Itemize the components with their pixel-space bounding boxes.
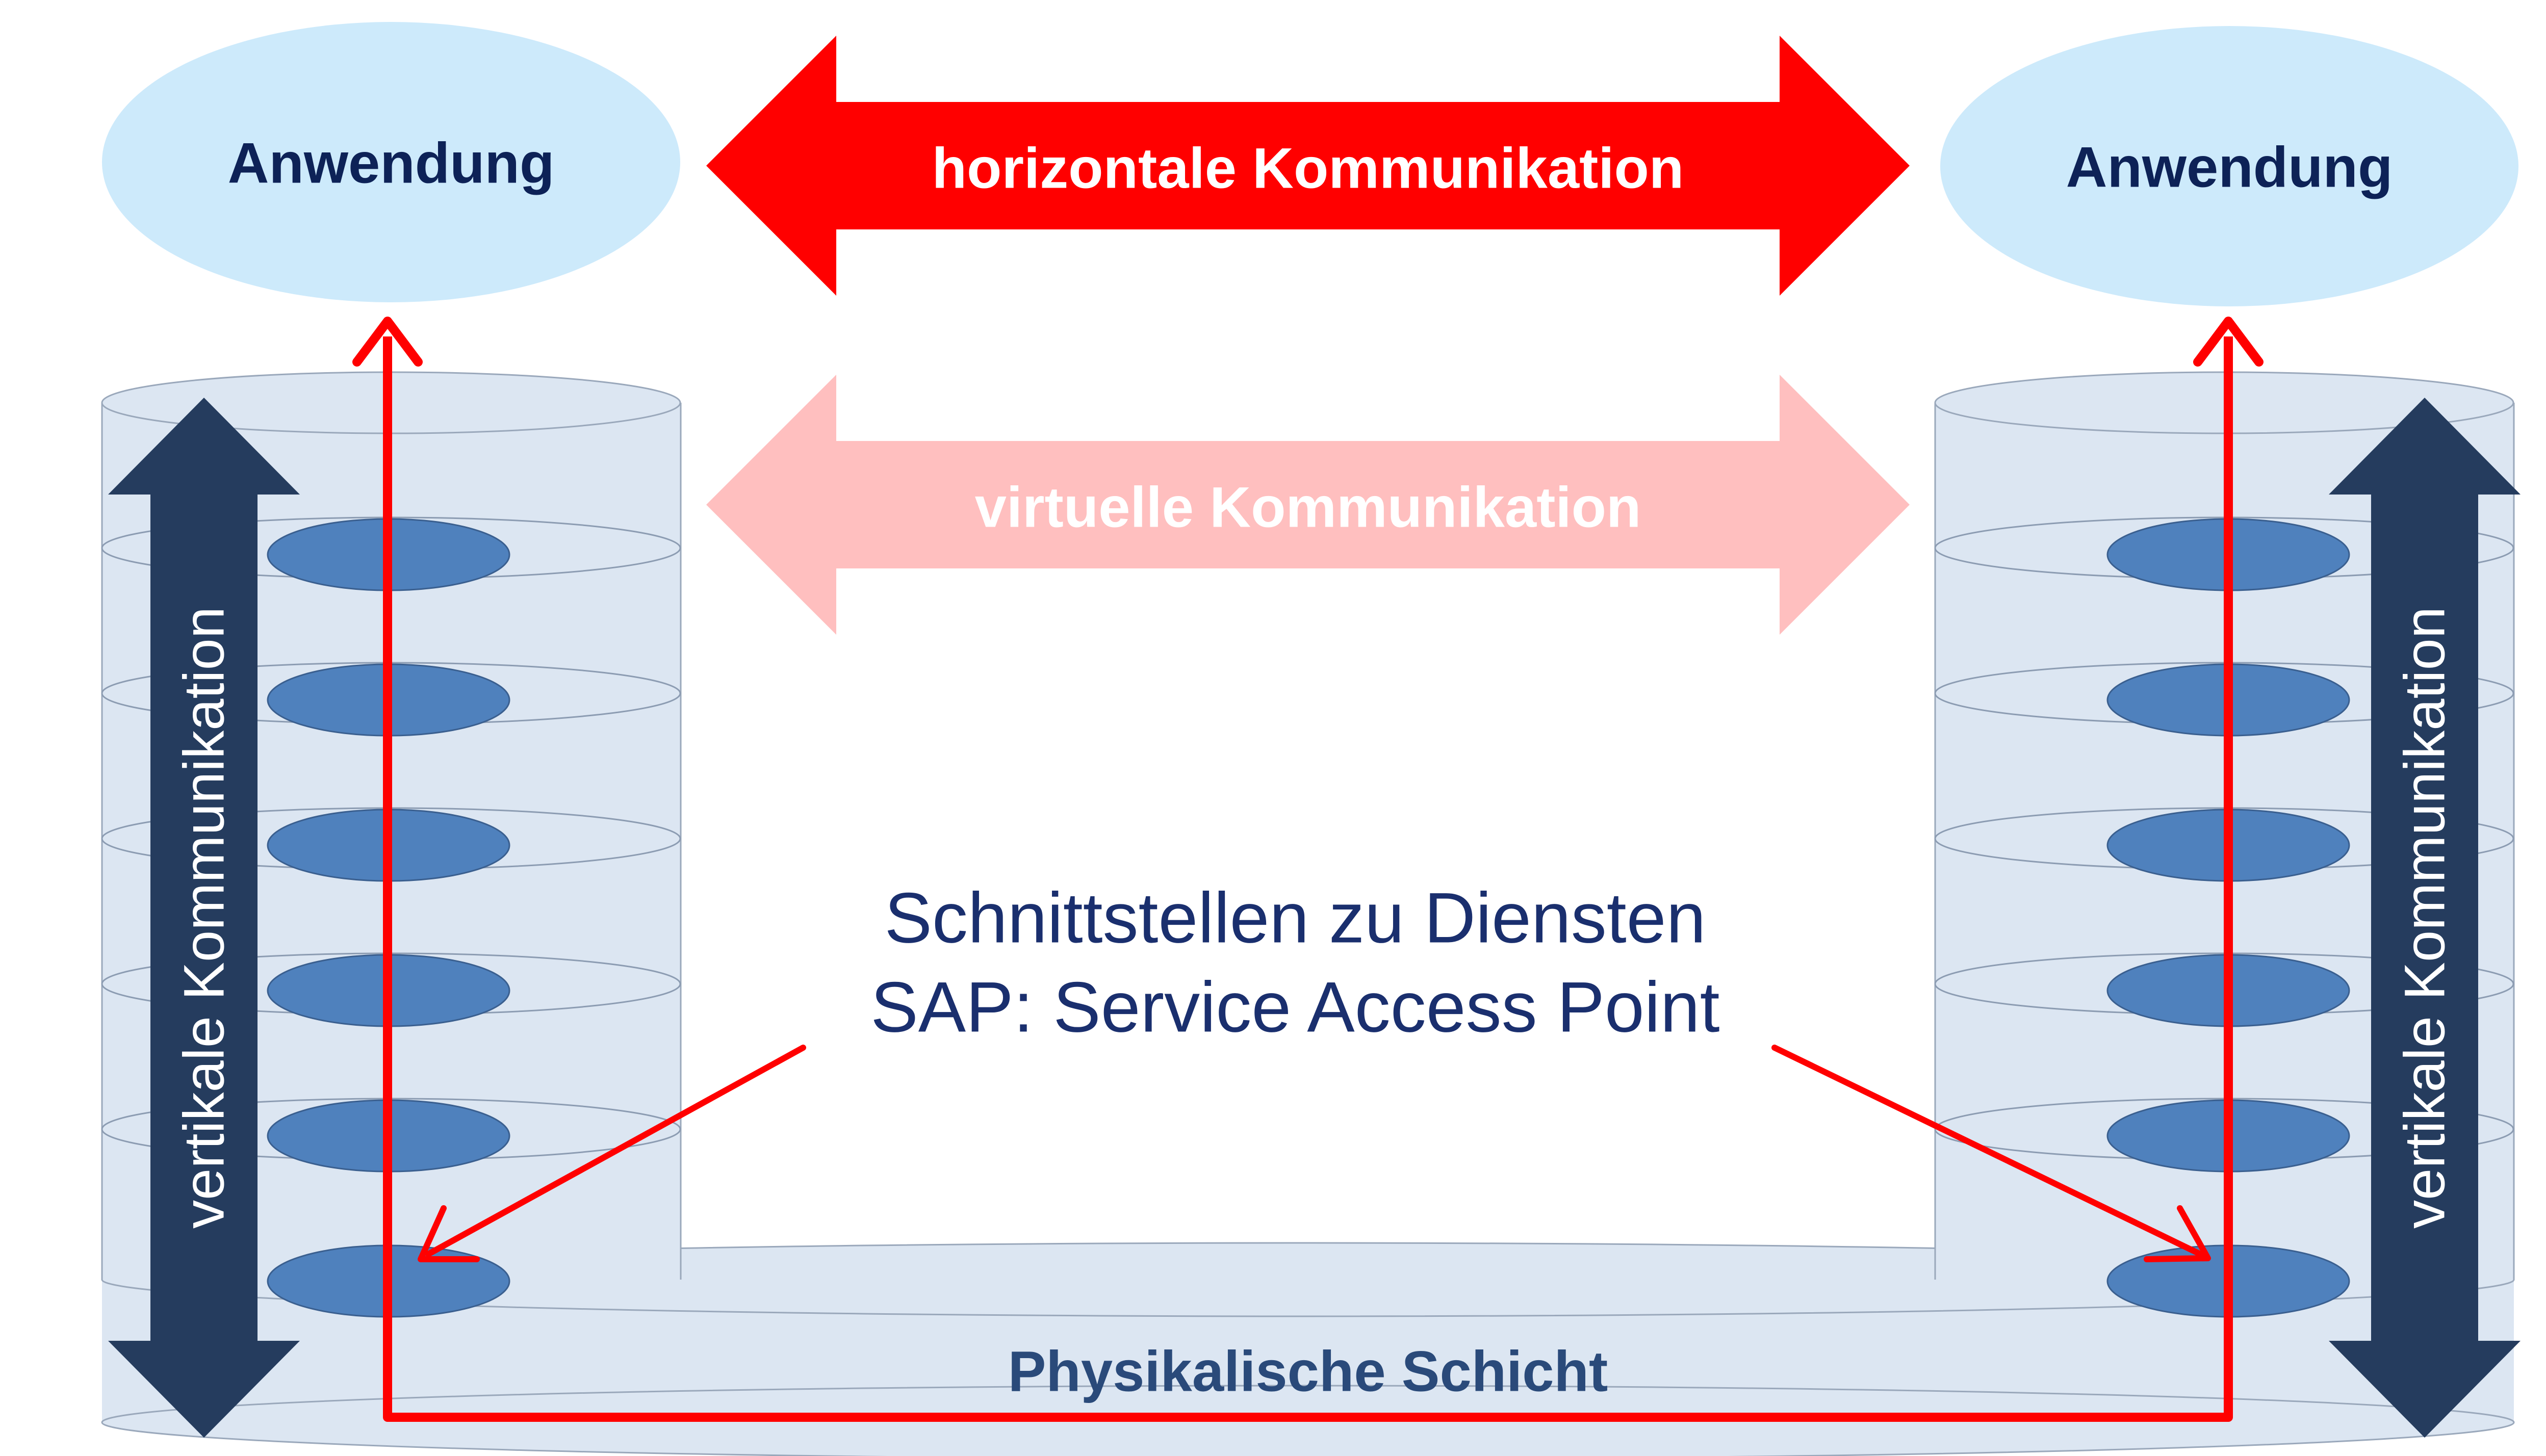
sap-pointer-left <box>418 1045 806 1262</box>
virtual-label: virtuelle Kommunikation <box>975 476 1641 539</box>
sap-label-line2: SAP: Service Access Point <box>870 967 1719 1047</box>
arrowhead-up-left <box>352 317 423 367</box>
vertical-arrow-right <box>2329 398 2521 1438</box>
app-node-right: Anwendung <box>1940 26 2518 306</box>
communication-path <box>352 317 2264 1422</box>
physical-label: Physikalische Schicht <box>1008 1340 1608 1403</box>
virtual-arrow <box>706 375 1910 635</box>
vertical-arrow-left <box>108 398 300 1438</box>
horizontal-arrow <box>706 36 1910 296</box>
horizontal-label: horizontale Kommunikation <box>932 137 1684 200</box>
sap-pointer-right <box>1771 1045 2211 1262</box>
sap-label-line1: Schnittstellen zu Diensten <box>885 878 1706 958</box>
vertical-label-left: vertikale Kommunikation <box>172 607 236 1229</box>
app-label-right: Anwendung <box>2066 136 2393 199</box>
app-node-left: Anwendung <box>102 22 680 302</box>
arrowhead-up-right <box>2193 317 2264 367</box>
vertical-label-right: vertikale Kommunikation <box>2393 607 2457 1229</box>
app-label-left: Anwendung <box>228 132 555 195</box>
